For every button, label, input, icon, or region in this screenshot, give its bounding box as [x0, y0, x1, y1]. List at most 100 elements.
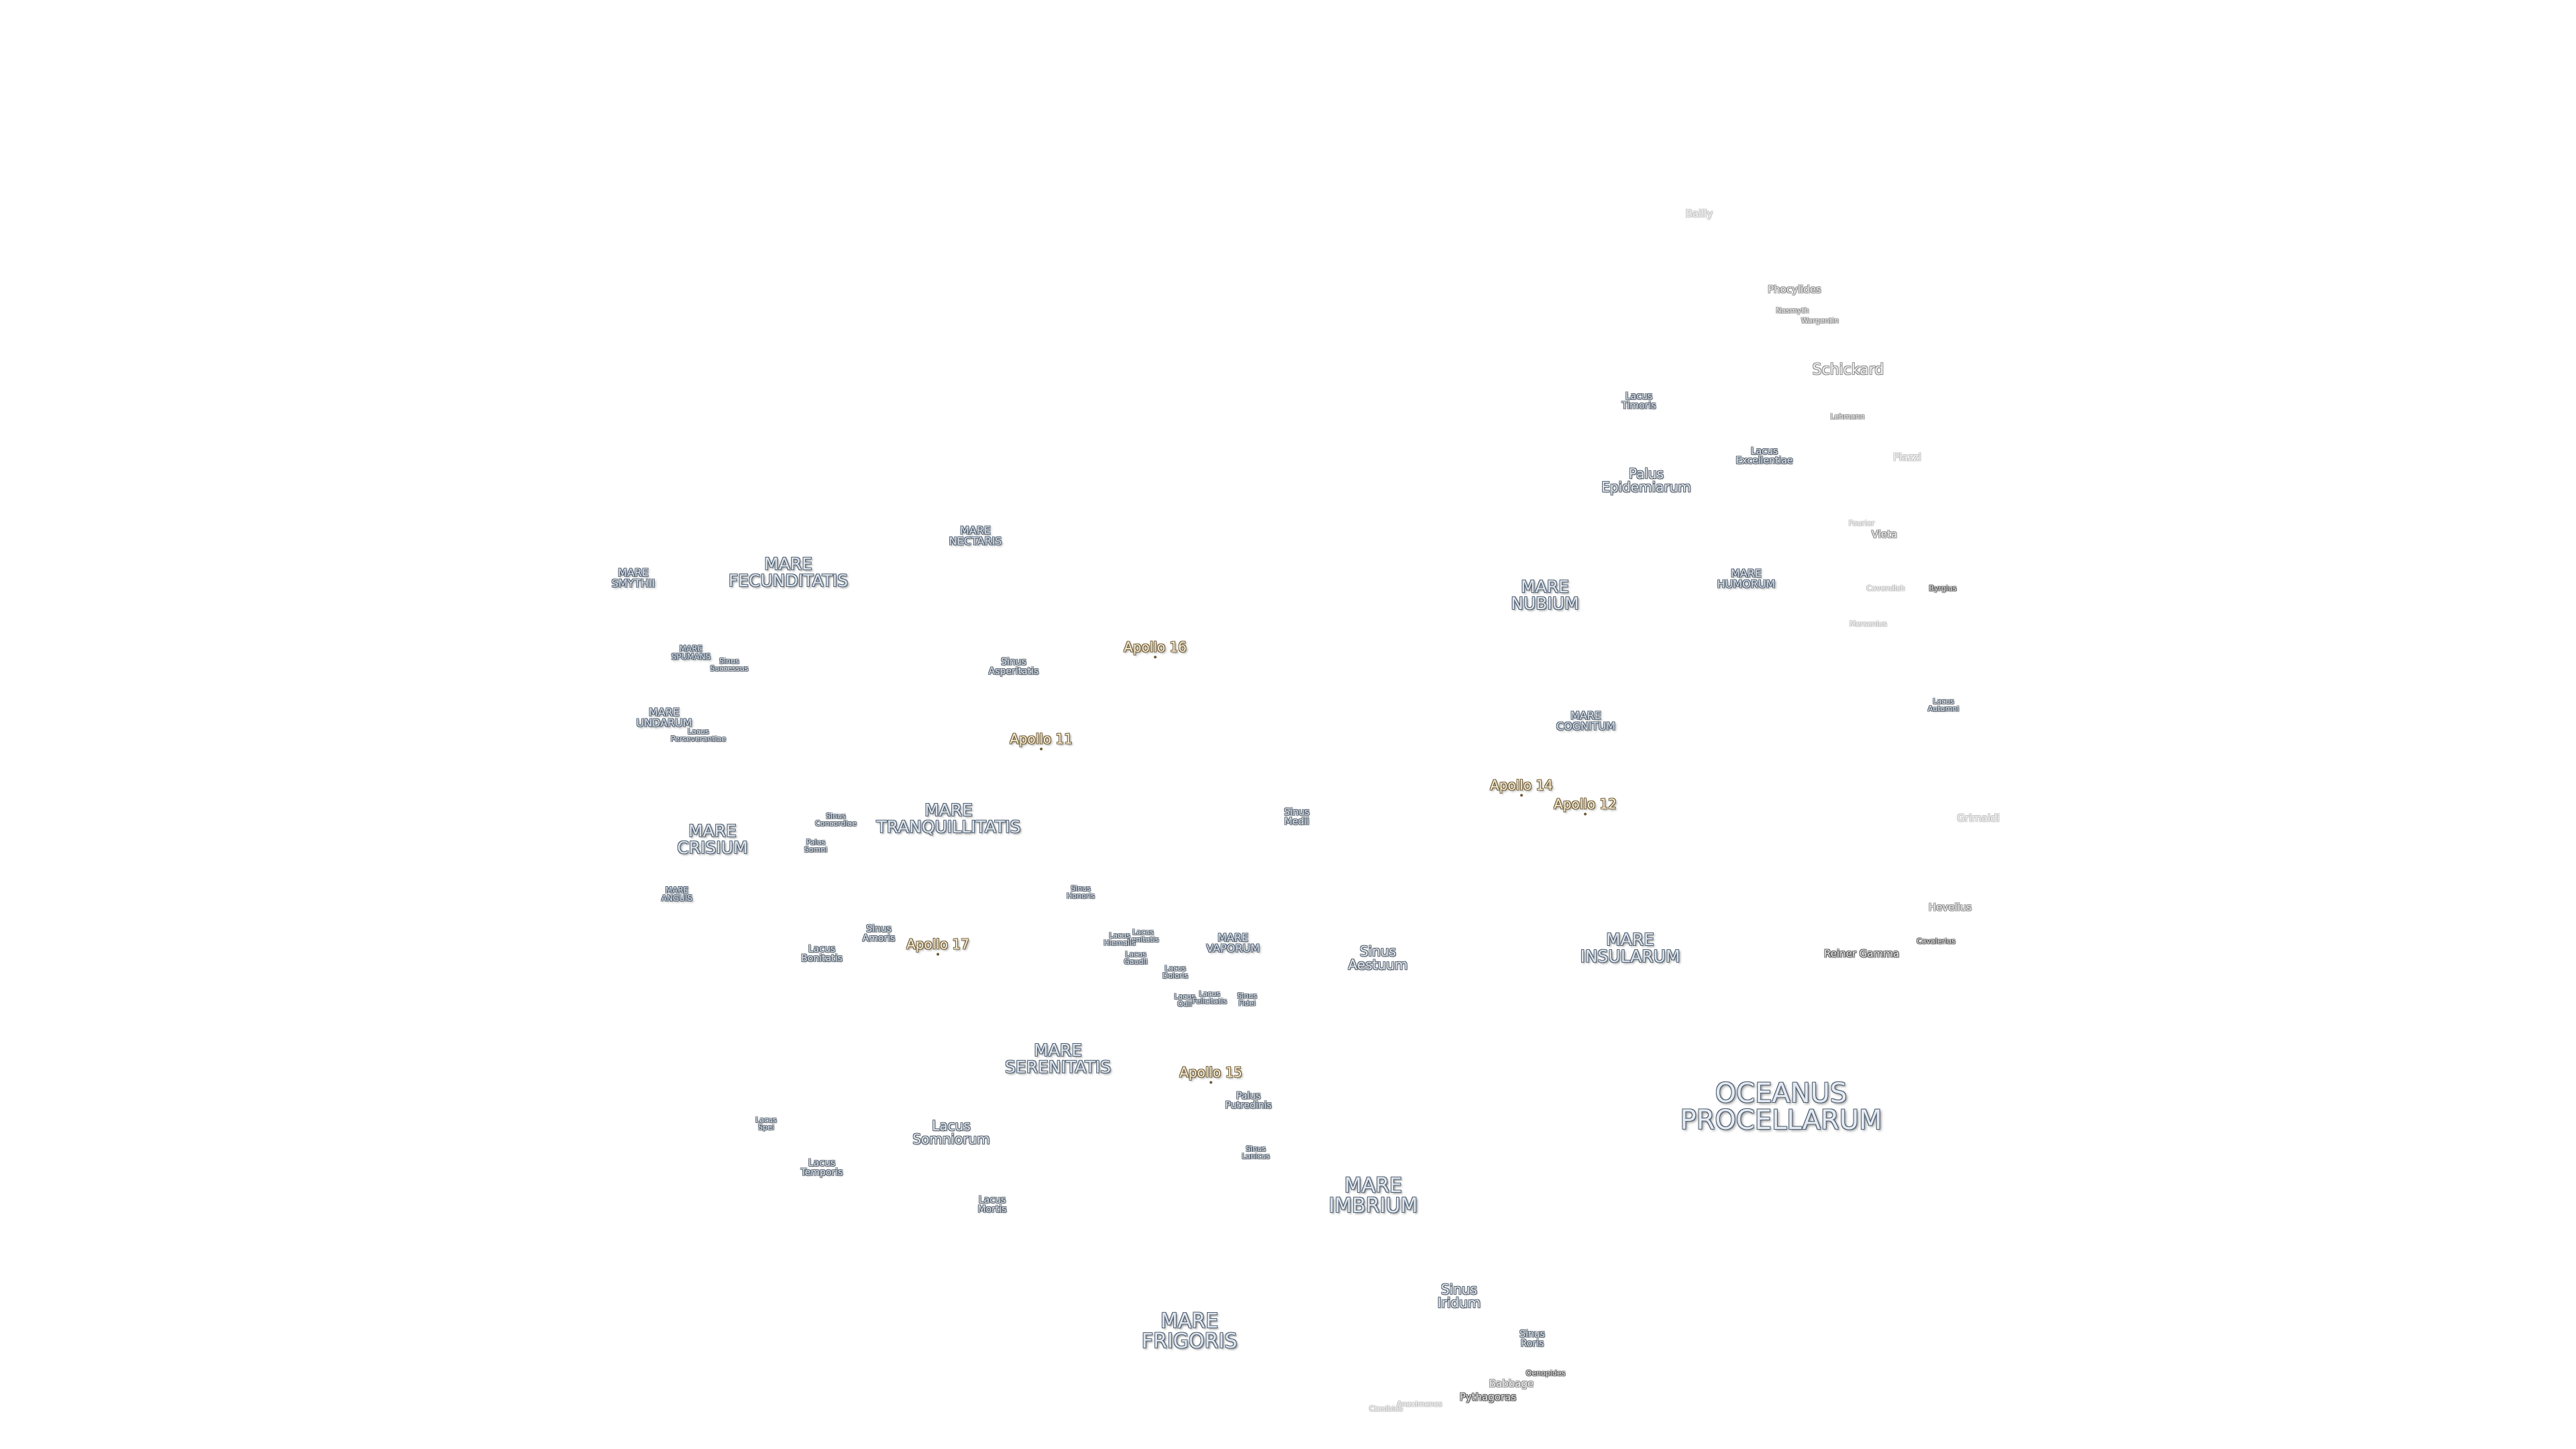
label-mare-undarum[interactable]: MARE UNDARUM: [636, 707, 692, 729]
mare-vaporum-line1: MARE: [1218, 931, 1248, 944]
label-crater-mersenius[interactable]: Mersenius: [1849, 619, 1888, 629]
label-mare-smythii[interactable]: MARE SMYTHII: [612, 568, 655, 589]
label-lacus-lenitatis[interactable]: Lacus Lenitatis: [1128, 928, 1159, 943]
lacus-hiemalis-line2: Hiemalis: [1104, 938, 1136, 947]
lacus-autumni-line1: Lacus: [1933, 697, 1954, 706]
label-mare-nectaris[interactable]: MARE NECTARIS: [949, 525, 1002, 547]
label-lacus-hiemalis[interactable]: Lacus Hiemalis: [1104, 932, 1135, 947]
label-crater-phocylides[interactable]: Phocylides: [1768, 283, 1821, 296]
label-mare-cognitum[interactable]: MARE COGNITUM: [1556, 710, 1615, 732]
label-lacus-excellentiae[interactable]: Lacus Excellentiae: [1735, 447, 1792, 466]
label-lacus-spei[interactable]: Lacus Spei: [755, 1116, 777, 1131]
mare-anguis-line2: ANGUIS: [661, 894, 693, 903]
label-mare-frigoris[interactable]: MARE FRIGORIS: [1142, 1311, 1238, 1352]
label-lacus-temporis[interactable]: Lacus Temporis: [801, 1159, 843, 1177]
label-lacus-bonitatis[interactable]: Lacus Bonitatis: [801, 945, 843, 963]
label-crater-byrgius[interactable]: Byrgius: [1929, 584, 1957, 593]
sinus-iridum-line1: Sinus: [1440, 1281, 1478, 1297]
label-sinus-amoris[interactable]: Sinus Amoris: [863, 924, 896, 943]
label-mare-insularum[interactable]: MARE INSULARUM: [1580, 931, 1680, 965]
sinus-amoris-line2: Amoris: [862, 933, 896, 944]
label-crater-hevelius[interactable]: Hevelius: [1928, 901, 1972, 914]
lacus-lenitatis-line1: Lacus: [1132, 928, 1154, 936]
label-sinus-concordiae[interactable]: Sinus Concordiae: [815, 812, 857, 827]
label-mare-nubium[interactable]: MARE NUBIUM: [1511, 578, 1578, 612]
sinus-fidei-line1: Sinus: [1237, 991, 1257, 1000]
palus-somni-line2: Somni: [804, 845, 828, 854]
label-crater-reiner-gamma[interactable]: Reiner Gamma: [1823, 947, 1900, 960]
label-crater-grimaldi[interactable]: Grimaldi: [1957, 812, 2000, 824]
label-lacus-perseverantiae[interactable]: Lacus Perseverantiae: [671, 728, 726, 743]
label-apollo-16[interactable]: Apollo 16: [1124, 641, 1187, 659]
label-sinus-fidei[interactable]: Sinus Fidei: [1237, 992, 1257, 1007]
label-apollo-11[interactable]: Apollo 11: [1010, 733, 1073, 751]
label-crater-wargentin[interactable]: Wargentin: [1801, 316, 1839, 325]
label-palus-somni[interactable]: Palus Somni: [804, 839, 827, 853]
label-apollo-17[interactable]: Apollo 17: [906, 938, 969, 956]
sinus-roris-line2: Roris: [1520, 1338, 1544, 1349]
lacus-somniorum-line1: Lacus: [932, 1118, 971, 1134]
lacus-mortis-line2: Mortis: [977, 1204, 1007, 1215]
lacus-odii-line2: Odii: [1177, 1000, 1192, 1008]
label-crater-anaximenes[interactable]: Anaximenes: [1397, 1399, 1442, 1409]
label-crater-cavendish[interactable]: Cavendish: [1866, 584, 1905, 593]
label-apollo-15[interactable]: Apollo 15: [1179, 1066, 1242, 1084]
sinus-honoris-line2: Honoris: [1066, 892, 1095, 900]
label-sinus-medii[interactable]: Sinus Medii: [1284, 808, 1309, 826]
label-mare-humorum[interactable]: MARE HUMORUM: [1717, 568, 1776, 590]
mare-serenitatis-line1: MARE: [1034, 1040, 1082, 1060]
label-crater-pythagoras[interactable]: Pythagoras: [1459, 1391, 1517, 1403]
sinus-successus-line2: Successus: [710, 664, 749, 673]
sinus-asperitatis-line1: Sinus: [1001, 657, 1026, 667]
lacus-spei-line2: Spei: [758, 1123, 774, 1132]
label-lacus-gaudii[interactable]: Lacus Gaudii: [1124, 951, 1147, 965]
label-crater-ctesibius[interactable]: Ctesibius: [1368, 1404, 1403, 1413]
label-sinus-lunicus[interactable]: Sinus Lunicus: [1242, 1145, 1270, 1160]
label-palus-epidemiarum[interactable]: Palus Epidemiarum: [1601, 467, 1691, 494]
label-sinus-roris[interactable]: Sinus Roris: [1519, 1330, 1545, 1348]
palus-somni-line1: Palus: [806, 838, 826, 847]
label-oceanus-procellarum[interactable]: OCEANUS PROCELLARUM: [1680, 1080, 1882, 1134]
label-lacus-timoris[interactable]: Lacus Timoris: [1621, 392, 1656, 411]
label-lacus-autumni[interactable]: Lacus Autumni: [1928, 698, 1960, 712]
label-crater-schickard[interactable]: Schickard: [1812, 362, 1884, 378]
label-crater-lehmann[interactable]: Lehmann: [1830, 412, 1865, 421]
label-mare-imbrium[interactable]: MARE IMBRIUM: [1329, 1176, 1418, 1216]
label-mare-serenitatis[interactable]: MARE SERENITATIS: [1005, 1042, 1111, 1075]
label-apollo-12[interactable]: Apollo 12: [1554, 798, 1617, 816]
label-sinus-aestuum[interactable]: Sinus Aestuum: [1348, 945, 1408, 971]
label-sinus-asperitatis[interactable]: Sinus Asperitatis: [989, 657, 1039, 676]
label-mare-anguis[interactable]: MARE ANGUIS: [661, 886, 692, 902]
sinus-iridum-line2: Iridum: [1437, 1295, 1481, 1311]
label-mare-vaporum[interactable]: MARE VAPORUM: [1206, 932, 1260, 954]
mare-spumans-line1: MARE: [679, 644, 703, 653]
label-crater-piazzi[interactable]: Piazzi: [1893, 451, 1921, 464]
label-sinus-iridum[interactable]: Sinus Iridum: [1438, 1283, 1481, 1309]
label-lacus-mortis[interactable]: Lacus Mortis: [977, 1195, 1006, 1214]
label-mare-fecunditatis[interactable]: MARE FECUNDITATIS: [729, 555, 848, 589]
label-apollo-14[interactable]: Apollo 14: [1490, 779, 1553, 797]
label-lacus-odii[interactable]: Lacus Odii: [1174, 993, 1195, 1008]
label-crater-bailly[interactable]: Bailly: [1685, 207, 1713, 220]
label-lacus-doloris[interactable]: Lacus Doloris: [1163, 965, 1188, 979]
label-lacus-felicitatis[interactable]: Lacus Felicitatis: [1192, 990, 1227, 1005]
label-mare-spumans[interactable]: MARE SPUMANS: [672, 645, 711, 661]
label-sinus-honoris[interactable]: Sinus Honoris: [1067, 885, 1095, 900]
label-crater-oenopides[interactable]: Oenopides: [1525, 1368, 1566, 1378]
label-sinus-successus[interactable]: Sinus Successus: [710, 657, 749, 672]
sinus-concordiae-line2: Concordiae: [814, 819, 857, 828]
label-mare-tranquillitatis[interactable]: MARE TRANQUILLITATIS: [876, 802, 1020, 835]
label-lacus-somniorum[interactable]: Lacus Somniorum: [912, 1119, 989, 1146]
label-mare-crisium[interactable]: MARE CRISIUM: [677, 822, 747, 856]
label-crater-cavalerius[interactable]: Cavalerius: [1917, 936, 1955, 946]
label-crater-nasmyth[interactable]: Nasmyth: [1776, 306, 1809, 315]
label-crater-vieta[interactable]: Vieta: [1871, 528, 1898, 541]
label-crater-fourier[interactable]: Fourier: [1848, 519, 1875, 528]
mare-cognitum-line1: MARE: [1570, 709, 1601, 722]
palus-epidemiarum-line2: Epidemiarum: [1601, 479, 1691, 495]
label-palus-putredinis[interactable]: Palus Putredinis: [1225, 1091, 1271, 1110]
mare-nubium-line1: MARE: [1521, 577, 1569, 596]
label-crater-babbage[interactable]: Babbage: [1489, 1377, 1534, 1390]
lacus-somniorum-line2: Somniorum: [912, 1131, 990, 1147]
